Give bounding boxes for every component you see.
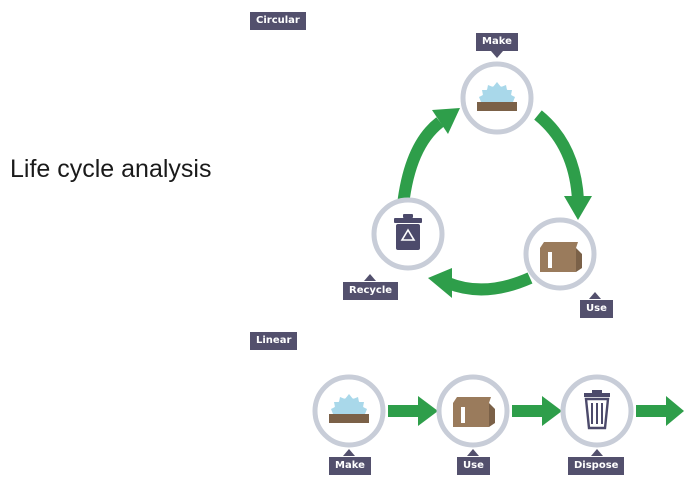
recycle-bin-icon — [394, 214, 422, 250]
box-icon — [540, 242, 582, 272]
arrowhead-make-to-use — [564, 196, 592, 220]
linear-label-dispose: Dispose — [568, 457, 625, 475]
arrow-use-to-dispose — [512, 405, 544, 417]
linear-node-dispose — [560, 374, 634, 448]
linear-node-use — [436, 374, 510, 448]
circular-label-make: Make — [476, 33, 518, 51]
circular-node-make — [460, 61, 534, 135]
arrow-recycle-to-make — [397, 117, 444, 206]
linear-heading: Linear — [250, 332, 298, 350]
circular-node-recycle — [371, 197, 445, 271]
linear-label-make: Make — [329, 457, 371, 475]
arrow-dispose-out — [636, 405, 668, 417]
arrowhead-use-to-dispose — [542, 396, 562, 426]
linear-node-make — [312, 374, 386, 448]
tag-pointer-make — [343, 449, 355, 456]
arrowhead-dispose-out — [666, 396, 684, 426]
circular-label-use: Use — [580, 300, 613, 318]
linear-arrows — [388, 396, 684, 426]
trash-can-icon — [584, 390, 610, 430]
tag-pointer-use — [467, 449, 479, 456]
tag-pointer-make — [491, 51, 503, 58]
arrow-use-to-recycle — [445, 272, 533, 296]
linear-label-use: Use — [457, 457, 490, 475]
arrowhead-make-to-use — [418, 396, 438, 426]
diagram-title: Life cycle analysis — [10, 155, 212, 183]
tag-pointer-dispose — [591, 449, 603, 456]
tag-pointer-use — [589, 292, 601, 299]
arrowhead-use-to-recycle — [428, 268, 452, 298]
circular-node-use — [523, 217, 597, 291]
circular-arrows — [397, 108, 592, 298]
arrow-make-to-use — [534, 110, 584, 201]
circular-label-recycle: Recycle — [343, 282, 399, 300]
arrowhead-recycle-to-make — [432, 108, 460, 134]
circular-heading: Circular — [250, 12, 306, 30]
box-icon — [453, 397, 495, 427]
tag-pointer-recycle — [364, 274, 376, 281]
arrow-make-to-use — [388, 405, 420, 417]
